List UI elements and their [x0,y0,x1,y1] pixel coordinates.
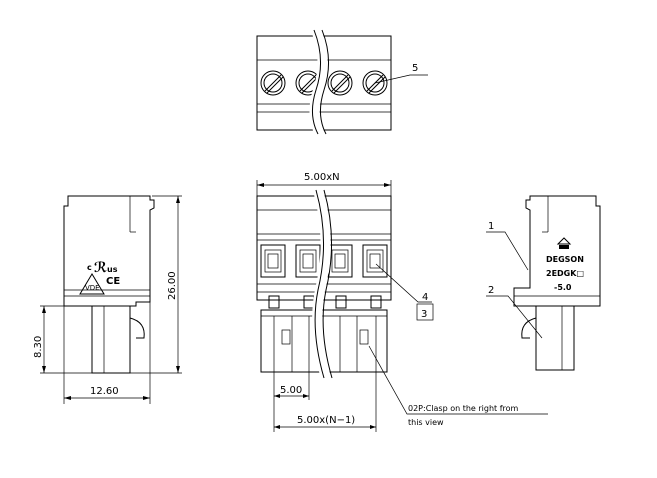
dim-pitch: 5.00 [280,385,302,396]
callout-4: 4 [422,292,428,303]
leader-4 [375,263,432,303]
right-lower-plug [535,306,575,371]
screw-3 [327,70,353,96]
leader-2 [486,295,543,339]
callout-5: 5 [412,63,418,74]
leader-5 [374,74,428,84]
cert-us: us [107,265,118,274]
dim-pin-height: 8.30 [33,336,44,358]
vde-mark: VDE [85,284,100,292]
left-lower-plug [91,306,131,374]
note-line-2: this view [408,418,444,427]
degson-logo-icon [556,237,572,245]
brand-marking: DEGSON [546,255,584,264]
leader-note [368,345,548,415]
callout-1: 1 [488,221,494,232]
front-view: 5.00xN [256,172,548,432]
wire-entry-4 [362,244,388,278]
dim-pitch-total: 5.00x(N−1) [297,415,355,426]
dim-total-width: 5.00xN [304,172,340,183]
right-side-view: DEGSON 2EDGK□ -5.0 1 2 [486,195,601,371]
vde-triangle-icon [79,273,105,295]
note-line-1: 02P:Clasp on the right from [408,404,519,413]
wire-entry-2 [295,244,321,278]
callout-3: 3 [421,309,427,320]
cert-c: c [87,263,92,272]
top-view: 5 [256,28,428,137]
pitch-marking: -5.0 [554,283,572,292]
model-marking: 2EDGK□ [546,269,584,278]
right-body-outline [513,195,601,307]
ce-mark: CE [106,276,120,287]
dim-height: 26.00 [167,271,178,300]
left-side-view: c ℛ us VDE CE 26.00 8.30 12.60 [33,195,182,404]
screw-1 [260,70,286,96]
dim-depth: 12.60 [90,386,119,397]
leader-1 [486,231,529,271]
wire-entry-1 [260,244,286,278]
callout-2: 2 [488,285,494,296]
ul-icon: ℛ [94,260,107,276]
left-body-outline [63,195,155,307]
